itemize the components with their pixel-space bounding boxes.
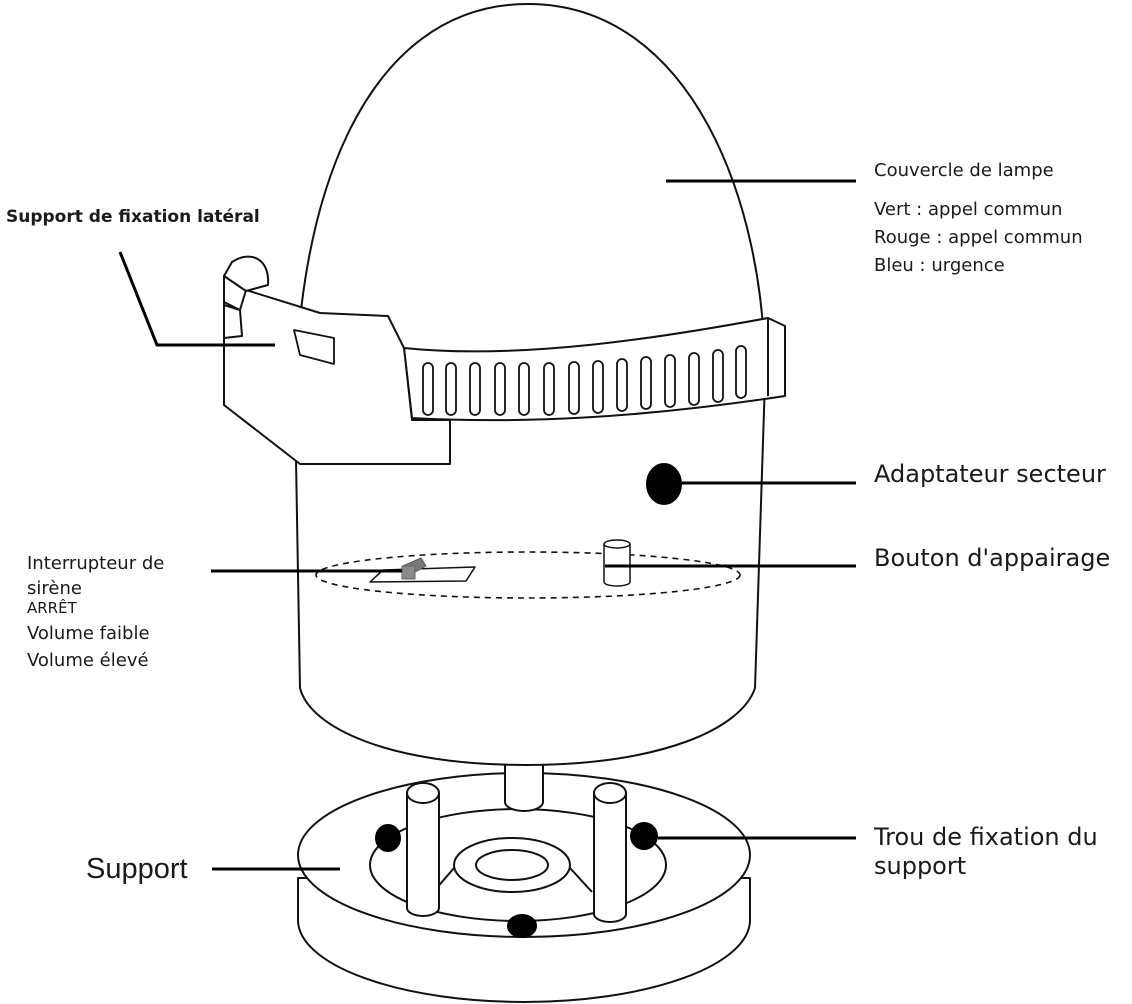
power-adapter-socket [646, 463, 682, 505]
label-support: Support [86, 853, 188, 885]
label-lamp-blue: Bleu : urgence [874, 255, 1005, 276]
switch-panel-outline [315, 551, 741, 599]
label-siren-switch-line1: Interrupteur de [27, 553, 165, 574]
label-siren-high: Volume élevé [27, 650, 149, 671]
label-mount-hole-line1: Trou de fixation du [874, 823, 1098, 851]
label-pairing-button: Bouton d'appairage [874, 544, 1111, 572]
label-siren-low: Volume faible [27, 623, 150, 644]
label-lamp-cover: Couvercle de lampe [874, 160, 1054, 181]
label-side-bracket: Support de fixation latéral [6, 207, 260, 227]
strap-slots [422, 345, 747, 416]
label-lamp-green: Vert : appel commun [874, 199, 1063, 220]
label-power-adapter: Adaptateur secteur [874, 460, 1106, 488]
leader-lines [118, 179, 856, 871]
label-siren-off: ARRÊT [27, 599, 77, 617]
label-mount-hole-line2: support [874, 852, 967, 880]
label-lamp-red: Rouge : appel commun [874, 227, 1083, 248]
pairing-button-shape [603, 539, 631, 587]
support-base [297, 754, 751, 1003]
label-siren-switch-line2: sirène [27, 578, 82, 599]
mount-holes [375, 822, 658, 938]
